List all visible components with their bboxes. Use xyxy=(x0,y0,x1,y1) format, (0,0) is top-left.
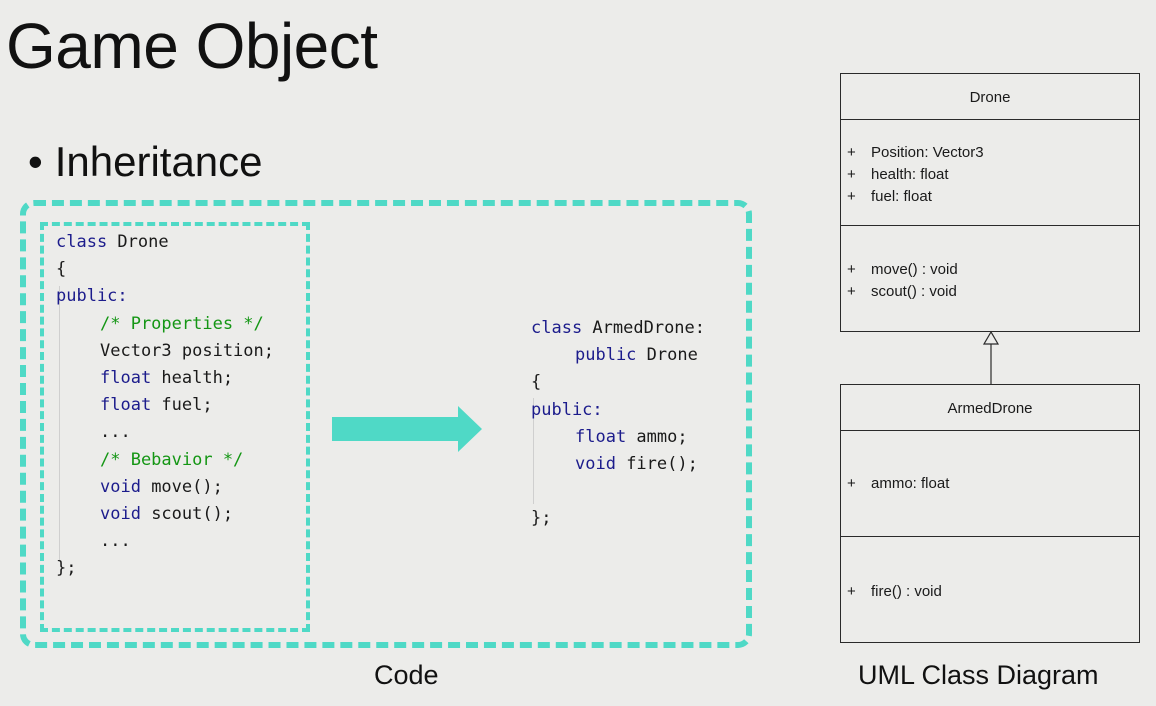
code-text: health; xyxy=(151,367,234,388)
uml-class-drone: Drone + Position: Vector3 + health: float + f… xyxy=(840,73,1140,332)
uml-operation-text: move() : void xyxy=(871,261,958,278)
code-keyword: class xyxy=(56,232,108,252)
visibility-marker: + xyxy=(847,261,856,278)
uml-operations-section: + move() : void + scout() : void xyxy=(841,226,1139,303)
uml-operation: + scout() : void xyxy=(841,281,1139,303)
code-line: float ammo; xyxy=(531,424,705,451)
code-text: fire(); xyxy=(615,453,698,474)
inheritance-arrow-icon xyxy=(982,330,1000,384)
visibility-marker: + xyxy=(847,475,856,492)
code-line: class ArmedDrone: xyxy=(531,315,705,342)
code-text: move(); xyxy=(140,476,223,497)
code-keyword: float xyxy=(100,367,152,388)
code-keyword: float xyxy=(575,426,627,447)
visibility-marker: + xyxy=(847,583,856,600)
caption-code: Code xyxy=(374,660,439,690)
code-line: }; xyxy=(56,555,274,582)
code-line: public: xyxy=(56,283,274,310)
code-text: }; xyxy=(56,558,77,579)
code-text: { xyxy=(56,259,67,280)
code-line: void fire(); xyxy=(531,451,705,478)
code-line: ... xyxy=(56,528,274,555)
hollow-triangle-head xyxy=(982,330,1000,345)
code-line: void move(); xyxy=(56,474,274,501)
code-text: { xyxy=(531,372,542,393)
code-line: /* Bebavior */ xyxy=(56,447,274,474)
indent-guide-left xyxy=(59,286,60,562)
uml-attribute-text: ammo: float xyxy=(871,475,950,492)
code-line: { xyxy=(56,256,274,283)
visibility-marker: + xyxy=(847,144,856,161)
uml-attribute: + ammo: float xyxy=(841,473,1139,495)
code-text: Drone xyxy=(107,232,169,252)
code-line: void scout(); xyxy=(56,501,274,528)
code-line: Vector3 position; xyxy=(56,338,274,365)
code-keyword: public: xyxy=(56,286,128,307)
drone-class-code: class Drone { public: /* Properties */ Vecto… xyxy=(56,229,274,582)
uml-attribute: + fuel: float xyxy=(841,186,1139,208)
code-text: Vector3 position; xyxy=(100,340,274,361)
code-line: class Drone xyxy=(56,229,274,256)
code-text: Drone xyxy=(636,345,698,366)
bullet-inheritance: •Inheritance xyxy=(28,136,263,188)
uml-operation-text: scout() : void xyxy=(871,283,957,300)
bullet-text: Inheritance xyxy=(54,138,263,185)
visibility-marker: + xyxy=(847,283,856,300)
code-text: ArmedDrone: xyxy=(582,318,706,338)
uml-operation: + move() : void xyxy=(841,259,1139,281)
uml-operations-section: + fire() : void xyxy=(841,537,1139,603)
uml-attribute: + health: float xyxy=(841,164,1139,186)
indent-guide-right xyxy=(533,398,534,504)
code-keyword: void xyxy=(575,453,616,474)
uml-attribute-text: health: float xyxy=(871,166,949,183)
uml-attribute-text: Position: Vector3 xyxy=(871,144,984,161)
code-line: }; xyxy=(531,505,705,532)
uml-class-name: ArmedDrone xyxy=(841,385,1139,431)
code-outer-dashed-frame xyxy=(20,200,752,648)
code-text: scout(); xyxy=(140,503,234,524)
uml-class-name: Drone xyxy=(841,74,1139,120)
code-line: public: xyxy=(531,397,705,424)
code-line: public Drone xyxy=(531,342,705,369)
caption-uml: UML Class Diagram xyxy=(858,660,1099,690)
code-line xyxy=(531,478,705,505)
code-keyword: class xyxy=(531,318,583,338)
code-line: float fuel; xyxy=(56,392,274,419)
code-keyword: void xyxy=(100,503,141,524)
uml-operation: + fire() : void xyxy=(841,581,1139,603)
uml-class-armed-drone: ArmedDrone + ammo: float + fire() : void xyxy=(840,384,1140,643)
slide-title: Game Object xyxy=(6,10,378,82)
uml-attributes-section: + ammo: float xyxy=(841,431,1139,537)
code-text: ammo; xyxy=(626,426,688,447)
code-keyword: float xyxy=(100,395,152,416)
uml-attribute: + Position: Vector3 xyxy=(841,142,1139,164)
code-keyword: public xyxy=(575,345,637,366)
code-line: { xyxy=(531,369,705,396)
armed-drone-class-code: class ArmedDrone:public Drone{public:flo… xyxy=(531,315,705,533)
right-arrow-icon xyxy=(332,406,482,452)
visibility-marker: + xyxy=(847,188,856,205)
code-text: ... xyxy=(100,422,131,443)
code-comment: /* Properties */ xyxy=(100,313,264,334)
visibility-marker: + xyxy=(847,166,856,183)
code-text: }; xyxy=(531,508,552,529)
bullet-dot: • xyxy=(28,138,43,185)
code-inner-dashed-frame xyxy=(40,222,310,632)
arrow-shape xyxy=(332,406,482,452)
uml-attribute-text: fuel: float xyxy=(871,188,932,205)
code-line: float health; xyxy=(56,365,274,392)
code-text: fuel; xyxy=(151,395,213,416)
uml-attributes-section: + Position: Vector3 + health: float + fuel: f… xyxy=(841,120,1139,226)
code-keyword: void xyxy=(100,476,141,497)
code-comment: /* Bebavior */ xyxy=(100,449,244,470)
uml-operation-text: fire() : void xyxy=(871,583,942,600)
code-text: ... xyxy=(100,531,131,552)
code-line: ... xyxy=(56,419,274,446)
code-line: /* Properties */ xyxy=(56,311,274,338)
code-keyword: public: xyxy=(531,399,603,420)
